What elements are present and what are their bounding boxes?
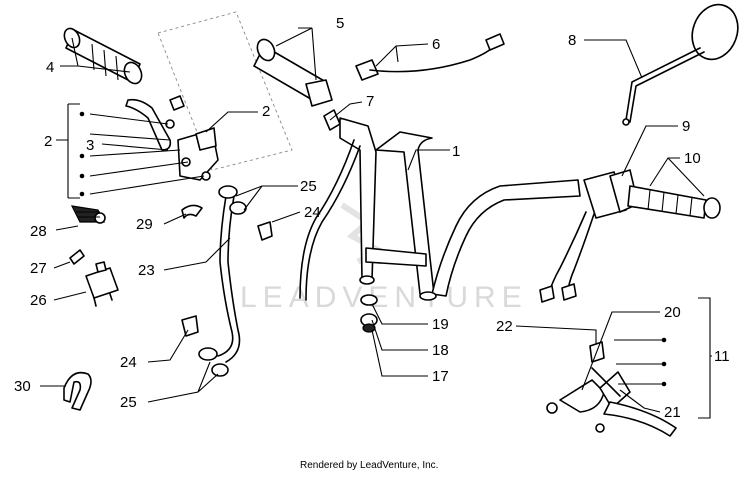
callout-26: 26 — [30, 292, 47, 309]
spacers-17-19[interactable] — [360, 294, 378, 333]
right-lever-assembly[interactable] — [546, 341, 677, 437]
callout-27: 27 — [30, 260, 47, 277]
mirror-part-8[interactable] — [622, 0, 745, 126]
bullet-dots — [79, 111, 667, 387]
callout-7: 7 — [366, 93, 374, 110]
bulb-part-27[interactable] — [69, 249, 85, 265]
callout-4: 4 — [46, 59, 54, 76]
switch-part-28[interactable] — [70, 205, 106, 224]
callout-24-lower: 24 — [120, 354, 137, 371]
callout-25-upper: 25 — [300, 178, 317, 195]
left-lever-assembly[interactable] — [125, 95, 219, 181]
callout-5: 5 — [336, 15, 344, 32]
leader-lines — [40, 27, 712, 419]
relay-part-26[interactable] — [85, 261, 119, 307]
assembly-dashed-outline — [157, 11, 293, 171]
left-grip[interactable] — [61, 26, 144, 86]
bracket-part-30[interactable] — [63, 371, 92, 411]
callout-17: 17 — [432, 368, 449, 385]
left-cable[interactable] — [181, 185, 273, 377]
callout-10: 10 — [684, 150, 701, 167]
right-switch-grip[interactable] — [539, 169, 721, 303]
callout-8: 8 — [568, 32, 576, 49]
callout-21: 21 — [664, 404, 681, 421]
callout-23: 23 — [138, 262, 155, 279]
callout-18: 18 — [432, 342, 449, 359]
callout-19: 19 — [432, 316, 449, 333]
watermark-text: LEADVENTURE — [240, 281, 528, 314]
callout-2-upper: 2 — [262, 103, 270, 120]
callout-22: 22 — [496, 318, 513, 335]
callout-2-left: 2 — [44, 133, 52, 150]
clip-part-29[interactable] — [181, 204, 203, 219]
callout-6: 6 — [432, 36, 440, 53]
callout-25-lower: 25 — [120, 394, 137, 411]
callout-1: 1 — [452, 143, 460, 160]
callout-3: 3 — [86, 137, 94, 154]
callout-29: 29 — [136, 216, 153, 233]
callout-20: 20 — [664, 304, 681, 321]
callout-30: 30 — [14, 378, 31, 395]
callout-24-upper: 24 — [304, 204, 321, 221]
callout-labels: 1 2 2 3 4 5 6 7 8 9 10 11 17 18 19 20 21… — [14, 15, 730, 421]
throttle-assembly[interactable] — [253, 33, 505, 131]
handlebar-part-1[interactable] — [299, 117, 581, 301]
footer-credit: Rendered by LeadVenture, Inc. — [300, 460, 438, 471]
callout-11: 11 — [714, 348, 730, 365]
callout-28: 28 — [30, 223, 47, 240]
callout-9: 9 — [682, 118, 690, 135]
